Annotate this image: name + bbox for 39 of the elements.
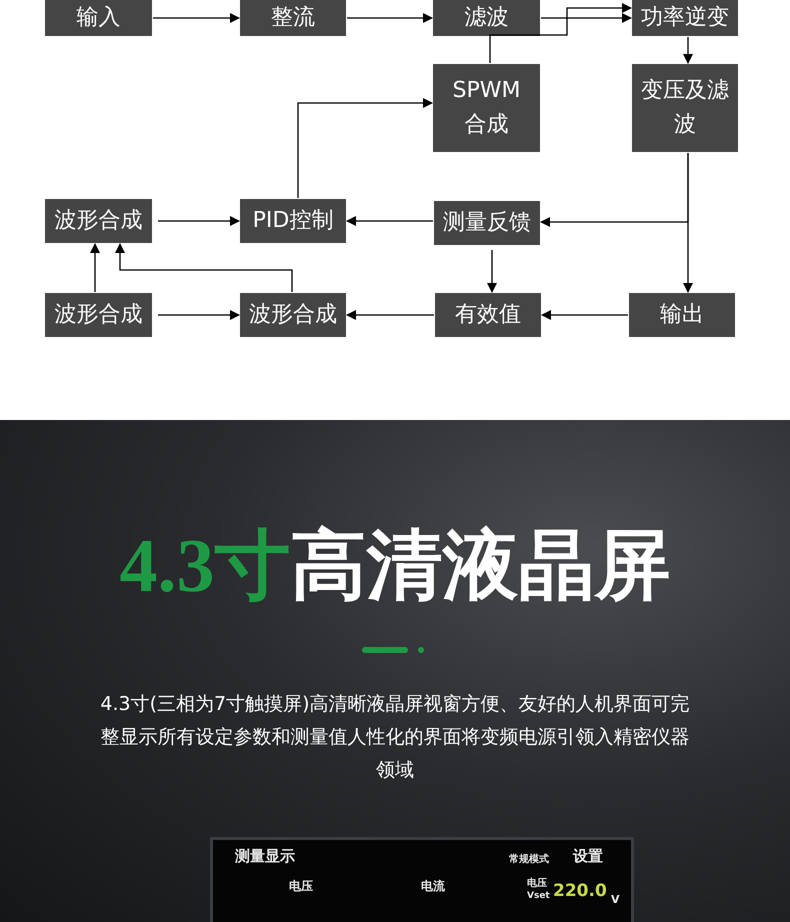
process-box: SPWM合成: [433, 64, 540, 152]
process-box: 功率逆变: [632, 0, 738, 36]
screen-label: 测量显示: [235, 848, 295, 864]
arrow: [347, 13, 433, 23]
arrow: [541, 13, 632, 23]
arrow: [683, 37, 693, 64]
arrow: [346, 216, 433, 226]
process-box: PID控制: [240, 199, 346, 243]
arrow: [683, 153, 693, 293]
screen-label: 电压: [527, 878, 547, 889]
process-box: 整流: [240, 0, 346, 36]
arrow: [158, 216, 240, 226]
arrow: [90, 243, 100, 292]
description-text: 4.3寸(三相为7寸触摸屏)高清晰液晶屏视窗方便、友好的人机界面可完整显示所有设定参数和测量值人性化的界面将变频电源引领入精密仪器领域: [99, 692, 691, 783]
screen-label: 电压: [289, 880, 313, 894]
screen-label: Vset: [527, 892, 550, 902]
process-box: 输入: [45, 0, 152, 36]
arrow: [153, 13, 240, 23]
screen-label: 常规模式: [509, 854, 549, 865]
arrow: [158, 310, 240, 320]
screen-label: 220.0: [553, 882, 607, 901]
arrow: [297, 98, 433, 198]
process-box: 波形合成: [240, 293, 346, 337]
process-box: 输出: [629, 293, 735, 337]
process-box: 波形合成: [45, 199, 152, 243]
arrow: [489, 3, 632, 63]
screen-label: V: [611, 894, 620, 906]
process-box: 波形合成: [45, 293, 152, 337]
process-box: 测量反馈: [434, 201, 540, 245]
process-box: 变压及滤波: [632, 64, 738, 152]
heading: 4.3寸高清液晶屏: [118, 523, 672, 610]
screen-label: 设置: [573, 848, 603, 864]
screen-label: 电流: [421, 880, 445, 894]
process-box: 滤波: [433, 0, 540, 36]
arrow: [541, 310, 628, 320]
arrow: [115, 243, 293, 292]
arrow: [487, 250, 497, 293]
process-box: 有效值: [435, 293, 541, 337]
arrow: [346, 310, 434, 320]
